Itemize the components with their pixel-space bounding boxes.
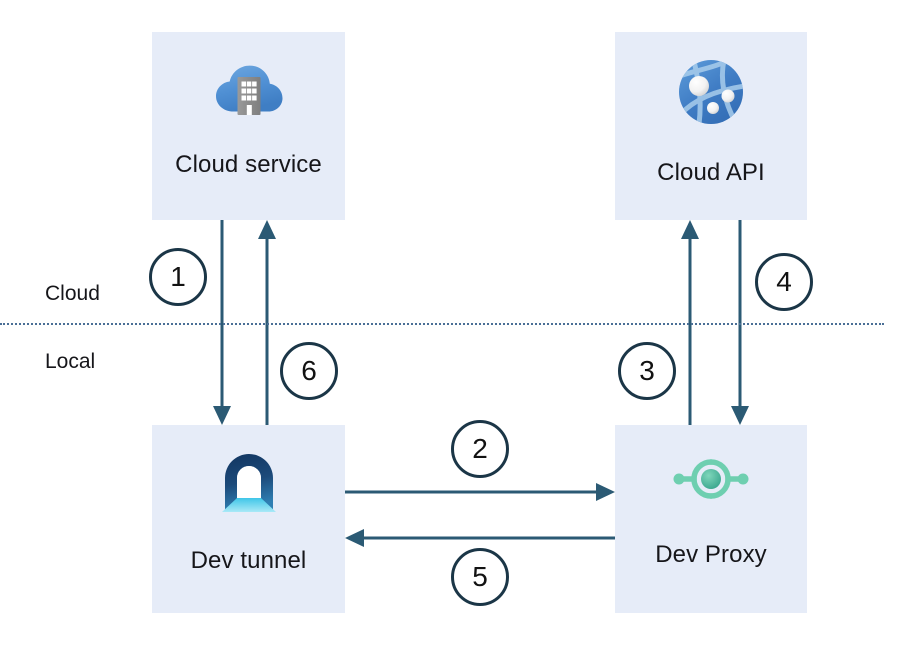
- node-label-cloud-service: Cloud service: [175, 151, 322, 178]
- connector-step-1: [213, 220, 231, 425]
- connector-step-2: [345, 483, 615, 501]
- cloud-building-icon: [215, 65, 282, 115]
- proxy-node-icon: [673, 459, 749, 499]
- step-badge-6[interactable]: 6: [280, 342, 338, 400]
- connector-step-6: [258, 220, 276, 425]
- step-badge-4[interactable]: 4: [755, 253, 813, 311]
- globe-network-icon: [679, 60, 743, 124]
- node-dev-proxy[interactable]: Dev Proxy: [615, 425, 807, 613]
- node-label-dev-tunnel: Dev tunnel: [190, 547, 307, 574]
- zone-label-cloud: Cloud: [45, 282, 100, 305]
- connector-step-3: [681, 220, 699, 425]
- connector-step-5: [345, 529, 615, 547]
- node-label-cloud-api: Cloud API: [657, 159, 765, 186]
- node-label-dev-proxy: Dev Proxy: [655, 541, 767, 568]
- node-cloud-service[interactable]: Cloud service: [152, 32, 345, 220]
- tunnel-icon: [221, 454, 276, 512]
- zone-label-local: Local: [45, 350, 96, 373]
- node-cloud-api[interactable]: Cloud API: [615, 32, 807, 220]
- connector-step-4: [731, 220, 749, 425]
- node-dev-tunnel[interactable]: Dev tunnel: [152, 425, 345, 613]
- step-badge-1[interactable]: 1: [149, 248, 207, 306]
- cloud-local-boundary-divider: [0, 323, 884, 325]
- step-badge-3[interactable]: 3: [618, 342, 676, 400]
- step-badge-2[interactable]: 2: [451, 420, 509, 478]
- step-badge-5[interactable]: 5: [451, 548, 509, 606]
